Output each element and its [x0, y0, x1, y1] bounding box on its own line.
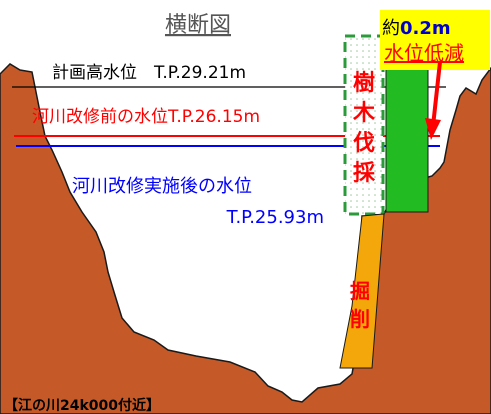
- reduction-arrow-shaft: [431, 61, 442, 127]
- tree-cutting-zone: [343, 34, 385, 216]
- reduction-value: 0.2m: [400, 18, 451, 39]
- after-improvement-label: 河川改修実施後の水位: [72, 176, 252, 197]
- excavation-label: 掘 削: [350, 279, 370, 331]
- planned-high-water-label: 計画高水位 T.P.29.21m: [52, 63, 246, 83]
- tree-cutting-char-3: 伐: [353, 131, 375, 156]
- tree-cutting-char-2: 木: [352, 101, 376, 126]
- tree-cutting-label: 樹 木 伐 採: [352, 70, 376, 186]
- after-improvement-elevation: T.P.25.93m: [226, 207, 324, 228]
- arrow-down-icon: [425, 118, 441, 140]
- before-improvement-label: 河川改修前の水位T.P.26.15m: [32, 107, 260, 127]
- reduction-prefix: 約: [382, 18, 400, 39]
- reduction-highlight-box: [380, 10, 490, 70]
- reduction-value-line: 約0.2m: [382, 18, 451, 39]
- tree-cutting-char-4: 採: [353, 161, 376, 186]
- location-label: 【江の川24k000付近】: [4, 397, 160, 414]
- excavation-char-2: 削: [350, 307, 370, 331]
- excavation-zone: [339, 213, 385, 369]
- trees-block: [385, 59, 429, 213]
- title: 横断図: [165, 13, 231, 38]
- reduction-label: 水位低減: [384, 41, 464, 65]
- excavation-char-1: 掘: [350, 279, 370, 303]
- tree-cutting-char-1: 樹: [353, 70, 375, 96]
